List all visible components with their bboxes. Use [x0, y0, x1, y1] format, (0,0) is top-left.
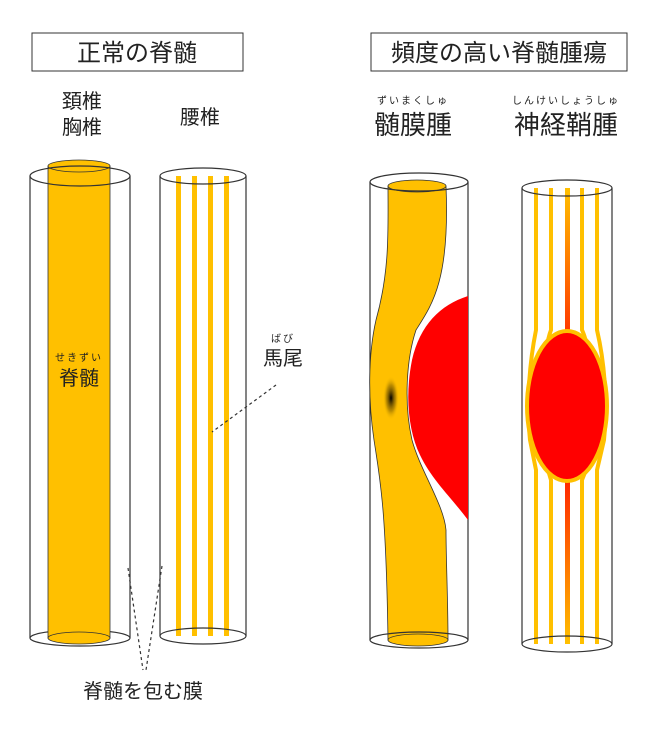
thoracic-label: 胸椎 — [62, 115, 102, 139]
cauda-leader-line — [211, 384, 277, 433]
cauda-label: 馬尾 — [263, 346, 303, 370]
lumbar-label: 腰椎 — [180, 105, 220, 129]
meningioma-tube — [369, 172, 469, 649]
cauda-equina-fibers — [176, 176, 229, 636]
compressed-spinal-cord — [369, 185, 449, 641]
normal-cervical-tube: せきずい 脊髄 — [29, 159, 131, 647]
meningioma-tumor — [408, 296, 468, 520]
tumor-title: 頻度の高い脊髄腫瘍 — [391, 39, 607, 67]
normal-title-box: 正常の脊髄 — [31, 32, 244, 72]
cauda-ruby: ばび — [271, 333, 295, 345]
spinal-cord — [47, 165, 111, 639]
schwannoma-label: 神経鞘腫 — [514, 111, 618, 141]
schwannoma-tumor — [525, 329, 609, 483]
meningioma-label: 髄膜腫 — [374, 111, 452, 141]
membrane-leader-left — [127, 567, 144, 671]
cord-label: 脊髄 — [59, 366, 99, 390]
cervical-label: 頚椎 — [62, 89, 102, 113]
schwannoma-tube — [521, 179, 613, 653]
meningioma-ruby: ずいまくしゅ — [377, 95, 449, 107]
normal-title: 正常の脊髄 — [77, 39, 197, 67]
schwannoma-ruby: しんけいしょうしゅ — [512, 95, 620, 107]
cord-shadow — [383, 376, 399, 420]
membrane-label: 脊髄を包む膜 — [83, 679, 203, 703]
tumor-title-box: 頻度の高い脊髄腫瘍 — [370, 32, 628, 72]
normal-lumbar-tube — [159, 167, 247, 645]
cord-ruby: せきずい — [55, 352, 103, 364]
